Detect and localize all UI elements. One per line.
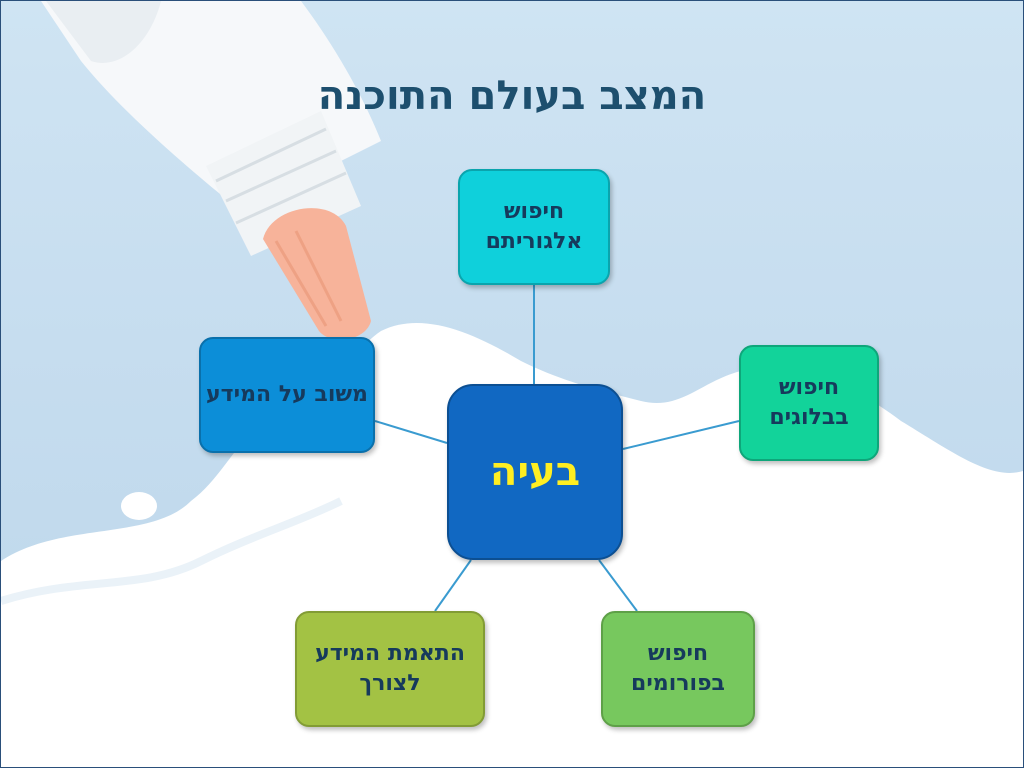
connector-left [374, 420, 448, 444]
node-adapt-information: התאמת המידע לצורך [295, 611, 485, 727]
slide-title: המצב בעולם התוכנה [317, 73, 707, 119]
node-search-forums: חיפוש בפורומים [601, 611, 755, 727]
connector-bottom-left [434, 559, 472, 612]
node-information-feedback: משוב על המידע [199, 337, 375, 453]
node-search-algorithm: חיפוש אלגוריתם [458, 169, 610, 285]
connector-bottom-right [598, 559, 638, 612]
center-node-problem: בעיה [447, 384, 623, 560]
connector-right [622, 420, 740, 450]
node-search-blogs: חיפוש בבלוגים [739, 345, 879, 461]
